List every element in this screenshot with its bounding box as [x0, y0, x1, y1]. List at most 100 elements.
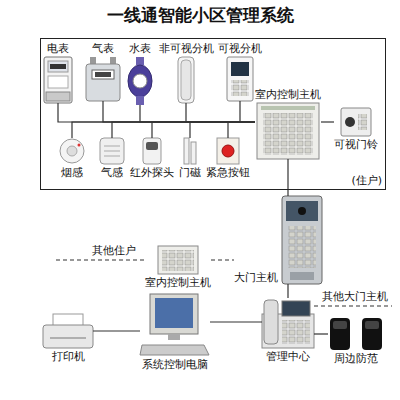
- note-label: 其他大门主机: [322, 290, 388, 303]
- intercom-keys: [231, 80, 249, 96]
- resident-area: (住户) 电表 气表水表非可视分机可视分机室内控制主机烟感 气感红外探头门磁紧急按钮 可…: [40, 38, 386, 190]
- wire-connector: [103, 101, 255, 122]
- console-handset: [264, 300, 278, 344]
- icon-space: [217, 138, 239, 164]
- icon-space: [184, 138, 196, 164]
- button-plate: [217, 138, 239, 164]
- icon-space: [262, 298, 314, 348]
- device-label: 门磁: [179, 166, 201, 179]
- meter-window: [92, 70, 114, 79]
- gate-station: [282, 196, 322, 284]
- detector-led: [78, 144, 81, 147]
- gas-meter: [86, 57, 120, 101]
- device-label: 水表: [128, 42, 152, 55]
- device-node: 周边防范: [328, 318, 384, 365]
- console-screen: [282, 301, 310, 316]
- device-label: 烟感: [60, 166, 84, 179]
- dashed-wire: [56, 259, 145, 260]
- printer-body: [43, 325, 93, 348]
- device-node: 红外探头: [130, 138, 174, 179]
- computer: [140, 294, 209, 355]
- device-node: 大门主机: [234, 196, 322, 284]
- door-magnet: [184, 138, 196, 164]
- device-node: 打印机: [43, 314, 93, 363]
- water-meter: [128, 57, 152, 105]
- detector-body: [100, 138, 124, 164]
- device-label: 气感: [100, 166, 124, 179]
- device-node: 管理中心: [262, 298, 314, 363]
- device-label: 大门主机: [234, 271, 278, 284]
- device-label: 红外探头: [130, 166, 174, 179]
- doorbell-grill: [358, 114, 367, 130]
- device-label: 系统控制电脑: [140, 358, 210, 371]
- panel-lights: [261, 106, 315, 110]
- device-label: 紧急按钮: [206, 166, 250, 179]
- icon-space: [44, 57, 72, 103]
- wire-connector: [186, 103, 255, 122]
- electric-meter: [44, 57, 72, 103]
- emergency-button: [217, 138, 239, 164]
- icon-space: [140, 294, 210, 356]
- sensor-lens: [146, 142, 158, 150]
- device-node: 气表: [86, 42, 120, 101]
- magnet-bar: [191, 142, 196, 164]
- note-label: 其他住户: [92, 244, 136, 257]
- panel-keys: [263, 113, 313, 155]
- device-label: 电表: [44, 42, 72, 55]
- device-label: 可视门铃: [334, 138, 378, 151]
- device-node: 室内控制主机: [255, 88, 321, 159]
- gate-grill: [290, 272, 314, 280]
- meter-body: [86, 64, 120, 101]
- control-panel: [158, 246, 198, 274]
- icon-space: [178, 57, 194, 103]
- icon-space: [257, 103, 319, 159]
- wire-connector: [140, 105, 255, 122]
- device-label: 打印机: [43, 350, 93, 363]
- detector-vent: [104, 146, 120, 147]
- meter-digits: [95, 72, 111, 77]
- wire-connector: [314, 333, 328, 334]
- wire-connector: [58, 103, 255, 122]
- intercom-screen: [231, 62, 249, 76]
- wire-connector: [112, 122, 255, 138]
- control-panel: [257, 103, 319, 159]
- wire-connector: [240, 101, 255, 122]
- button-red: [222, 145, 234, 157]
- dashed-connector: [211, 259, 234, 260]
- panel-body: [257, 103, 319, 159]
- perimeter-sensors: [330, 318, 382, 350]
- printer: [43, 314, 93, 348]
- beam-lens: [365, 321, 379, 329]
- handset-base: [178, 57, 194, 103]
- diagram-title: 一线通智能小区管理系统: [0, 5, 400, 25]
- infrared-sensor: [143, 138, 161, 164]
- management-console: [262, 300, 314, 348]
- wire-connector: [93, 330, 140, 331]
- monitor-stand: [168, 334, 180, 340]
- gate-body: [282, 196, 322, 284]
- device-node: 烟感: [60, 138, 84, 179]
- sensor-body: [143, 138, 161, 164]
- meter-window: [48, 61, 68, 72]
- wire-connector: [287, 284, 288, 298]
- console-keys: [282, 320, 310, 344]
- handset: [181, 60, 191, 100]
- device-node: 非可视分机: [159, 42, 214, 103]
- detector-body: [60, 139, 84, 163]
- meter-plate: [48, 76, 68, 88]
- beam-sensor: [362, 318, 382, 350]
- audio-handset: [178, 57, 194, 103]
- area-label: (住户): [351, 174, 382, 187]
- wire-connector: [72, 122, 255, 138]
- beam-sensor: [330, 318, 350, 350]
- device-label: 管理中心: [262, 350, 314, 363]
- wire-connector: [321, 121, 334, 122]
- panel-keys: [162, 250, 194, 271]
- device-label: 可视分机: [218, 42, 262, 55]
- printer-slot: [50, 338, 86, 339]
- icon-space: [128, 57, 152, 105]
- device-node: 门磁: [179, 138, 201, 179]
- device-node: 系统控制电脑: [140, 294, 210, 371]
- icon-space: [86, 57, 120, 101]
